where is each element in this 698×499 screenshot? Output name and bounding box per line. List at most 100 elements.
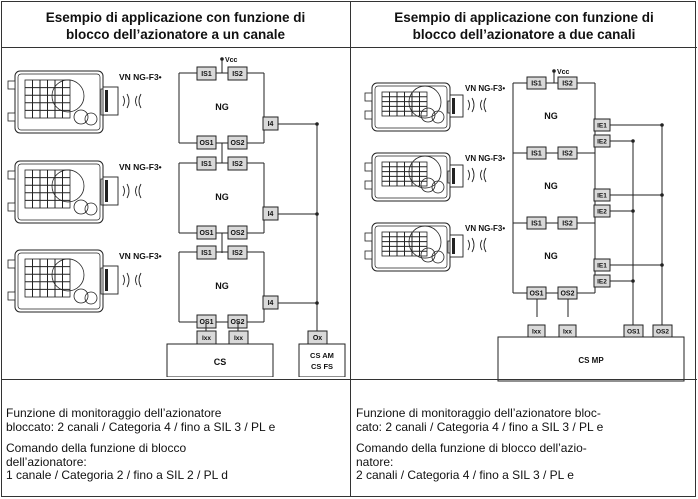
terminal-is2 [227,245,248,260]
terminal-is1 [526,76,547,90]
terminal-is1 [526,146,547,160]
terminal-is2 [557,76,578,90]
actuator-housing [371,152,451,202]
terminal-ie2-label: IE2 [597,278,607,285]
caption-line: Comando della funzione di blocco [6,441,187,455]
rfid-wave-icon [138,183,142,199]
actuator-mount-tab [7,259,16,269]
caption-divider [1,379,350,380]
terminal-os1 [196,135,217,150]
caption-line: cato: 2 canali / Categoria 4 / fino a SI… [356,419,604,434]
terminal-ie1-label: IE1 [597,192,607,199]
actuator-housing [371,222,451,272]
caption-divider [351,379,697,380]
terminal-os2-label: OS2 [230,140,244,147]
caption-line: natore: [356,454,394,469]
sensor-face [452,98,455,114]
title-line-2: blocco dell’azionatore a due canali [412,27,636,42]
terminal-is1 [526,216,547,230]
terminal-is2-label: IS2 [232,71,243,78]
terminal-is2-label: IS2 [562,151,573,158]
terminal-is2-label: IS2 [232,250,243,257]
device-label: VN NG-F3• [119,162,162,172]
actuator-mount-tab [364,250,373,260]
terminal-is2-label: IS2 [232,161,243,168]
actuator-knob [420,247,436,263]
rfid-wave-icon [471,167,475,183]
terminal-ie1-label: IE1 [597,122,607,129]
cs-mp-label: CS MP [578,356,604,365]
ng-label: NG [544,181,558,191]
terminal-os1-label: OS1 [199,140,213,147]
actuator-knob [431,250,445,264]
rfid-wave-icon [480,239,483,251]
actuator-mount-tab [7,170,16,180]
terminal-os2-label: OS2 [230,230,244,237]
terminal-is1-label: IS1 [531,81,542,88]
cs-label: CS [214,357,227,367]
ng-label: NG [215,192,229,202]
actuator-inner-frame [17,252,101,310]
rfid-wave-icon [122,274,125,286]
sensor-face [452,238,455,254]
actuator-disc [51,79,85,113]
title-divider [1,47,350,48]
terminal-is1 [196,66,217,81]
caption-monitoring: Funzione di monitoraggio dell’azionatore… [6,406,346,434]
actuator-disc [408,225,442,259]
terminal-ixx-label: Ixx [563,328,572,335]
rfid-wave-icon [483,97,487,113]
actuator-inner-frame [17,163,101,221]
sensor-face [105,90,108,112]
rfid-wave-icon [122,95,125,107]
device-label: VN NG-F3• [465,154,505,163]
rfid-wave-icon [126,272,130,288]
terminal-is1-label: IS1 [201,161,212,168]
actuator-mount-tab [7,112,16,122]
actuator-inner-frame [17,73,101,131]
panel-title: Esempio di applicazione con funzione di … [1,9,350,43]
terminal-ox-label: Ox [313,335,322,342]
actuator-disc [51,258,85,292]
actuator-mount-tab [364,232,373,242]
ng-label: NG [215,102,229,112]
caption-line: Funzione di monitoraggio dell’azionatore… [356,406,601,420]
cs-mp-controller-box [497,336,685,382]
actuator-knob [431,180,445,194]
actuator-knob [84,202,98,216]
actuator-mount-tab [7,291,16,301]
actuator-knob [73,199,89,215]
terminal-is1 [196,245,217,260]
rfid-wave-icon [467,169,470,181]
rfid-wave-icon [471,237,475,253]
terminal-is2 [557,146,578,160]
sensor-face [105,269,108,291]
rfid-wave-icon [126,183,130,199]
actuator-mount-tab [364,110,373,120]
sensor-head [449,164,464,188]
rfid-wave-icon [126,93,130,109]
rfid-wave-icon [138,272,142,288]
rfid-wave-icon [467,239,470,251]
cs-am-label: CS AM [310,351,334,360]
terminal-is1 [196,156,217,171]
terminal-is1-label: IS1 [531,221,542,228]
actuator-mount-tab [364,92,373,102]
rfid-wave-icon [480,99,483,111]
actuator-mount-tab [364,180,373,190]
vcc-label: Vcc [557,69,570,76]
terminal-is1-label: IS1 [201,71,212,78]
terminal-os2-controller-label: OS2 [656,328,669,335]
device-label: VN NG-F3• [465,224,505,233]
rfid-wave-icon [135,95,138,107]
sensor-face [452,168,455,184]
terminal-os1-controller-label: OS1 [627,328,640,335]
panel-two-channel: Esempio di applicazione con funzione di … [350,1,697,497]
terminal-is2-label: IS2 [562,221,573,228]
actuator-knob [420,177,436,193]
title-divider [351,47,697,48]
actuator-knob [73,288,89,304]
